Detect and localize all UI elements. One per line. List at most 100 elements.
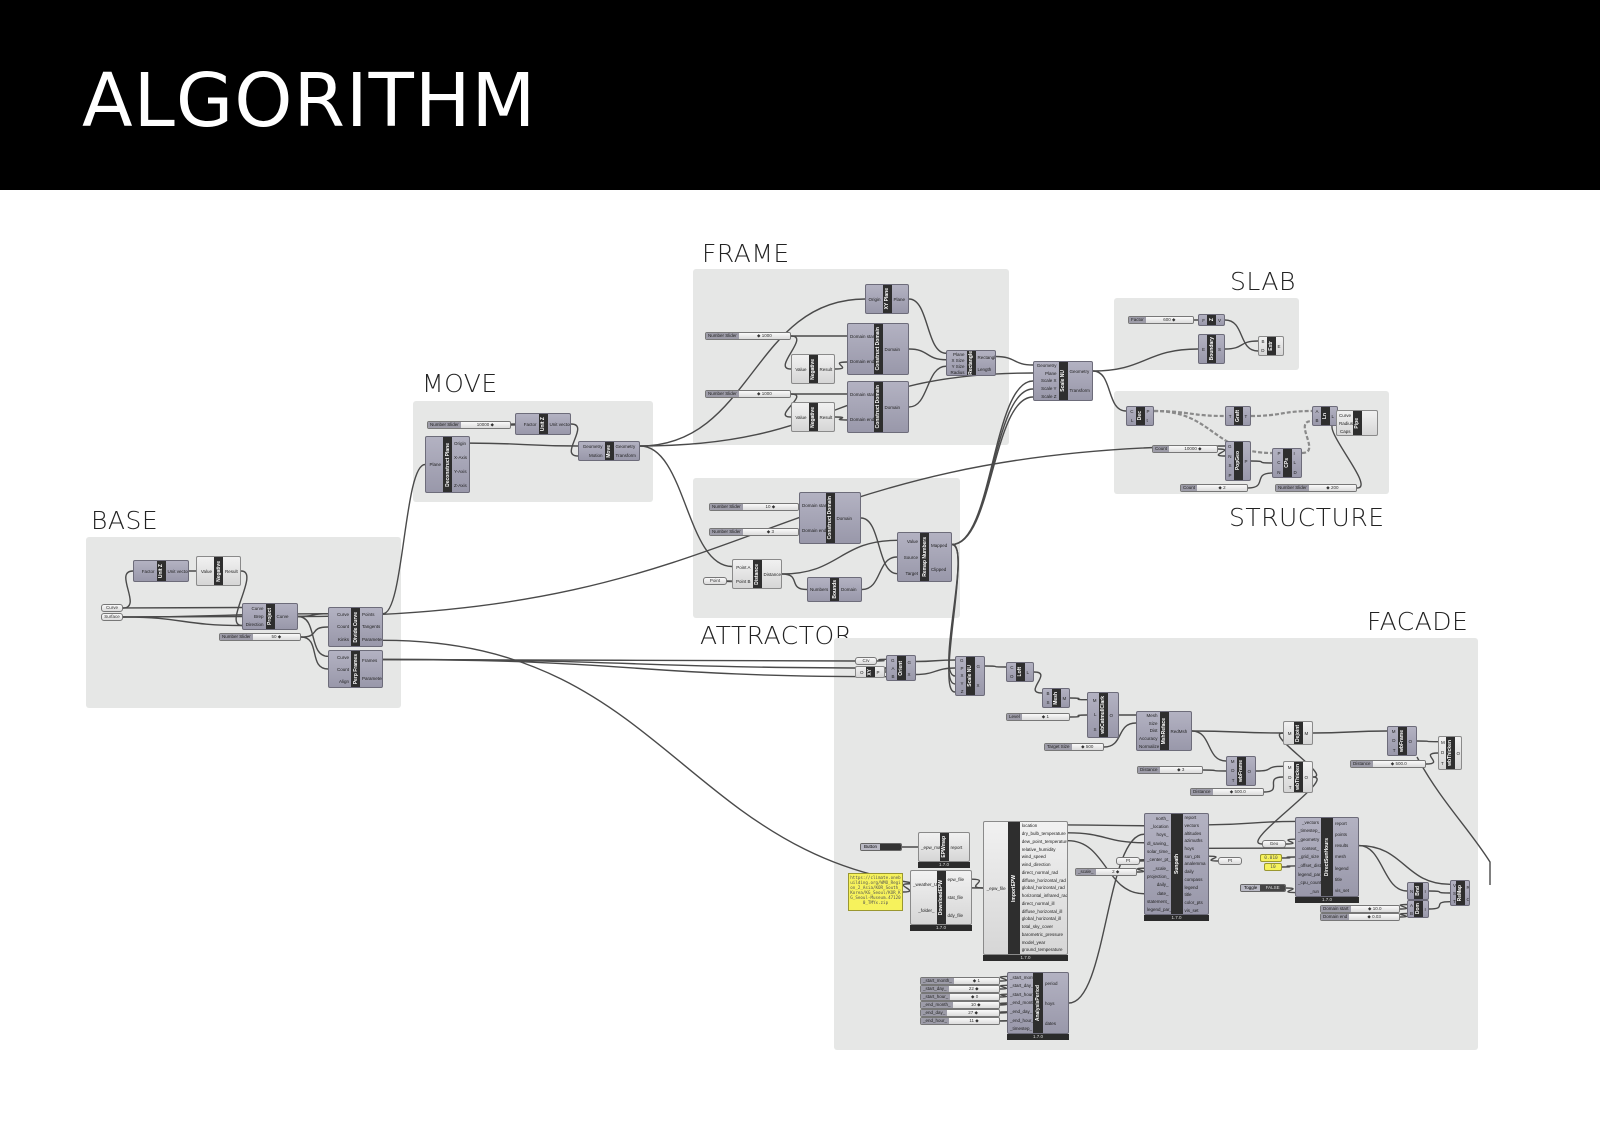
input-port[interactable]: Normalize [1139, 743, 1160, 749]
output-port[interactable]: X [907, 671, 911, 677]
input-port[interactable]: M [1391, 729, 1396, 735]
output-port[interactable]: T [1244, 413, 1248, 419]
input-port[interactable]: F [1202, 317, 1205, 323]
number-slider-s_dist3[interactable]: Distance◆ 500.0 [1350, 760, 1426, 768]
input-port[interactable]: Domain end [850, 417, 874, 422]
input-port[interactable]: Domain start [850, 334, 874, 339]
slider-value[interactable]: ◆ 500 [1071, 744, 1103, 750]
output-port[interactable]: RedMsh [1170, 728, 1188, 734]
number-slider-s_f2[interactable]: Number Slider◆ 1000 [705, 390, 791, 398]
input-port[interactable]: _timestep_ [1010, 1026, 1033, 1032]
input-port[interactable]: Point B [735, 578, 751, 584]
output-port[interactable]: relative_humidity [1021, 846, 1056, 852]
input-port[interactable]: _end_hour_ [1010, 1017, 1033, 1023]
slider-value[interactable]: ◆ 200 [1308, 485, 1356, 491]
input-port[interactable]: Caps [1339, 428, 1351, 434]
input-port[interactable]: O [859, 669, 864, 675]
input-port[interactable]: legend_par_ [1298, 871, 1321, 877]
output-port[interactable]: vis_set [1335, 887, 1350, 893]
output-port[interactable]: Z-Axis [454, 482, 467, 488]
slider-value[interactable]: 50 ◆ [252, 634, 300, 640]
output-port[interactable]: altitudes [1184, 830, 1202, 836]
output-port[interactable]: report [1184, 815, 1197, 821]
input-port[interactable]: Geometry [582, 444, 603, 449]
input-port[interactable]: Brep [253, 613, 264, 619]
slider-value[interactable]: 10000 ◆ [460, 422, 510, 428]
output-port[interactable]: L [1026, 669, 1030, 675]
input-port[interactable]: M [1230, 759, 1235, 765]
input-port[interactable]: Align [338, 678, 349, 684]
input-port[interactable]: _location [1150, 823, 1169, 829]
output-port[interactable]: G [976, 664, 981, 669]
output-port[interactable]: Y-Axis [454, 468, 467, 474]
button-component[interactable]: Button [860, 843, 902, 851]
input-port[interactable]: Geometry [1036, 363, 1057, 369]
input-port[interactable]: Domain end [802, 528, 826, 533]
output-port[interactable]: Rectangle [977, 354, 996, 360]
output-port[interactable]: total_sky_cover [1021, 924, 1053, 930]
input-port[interactable]: P [960, 665, 964, 671]
output-port[interactable]: ddy_file [947, 912, 964, 918]
slider-value[interactable]: ◆ 1000 [738, 391, 790, 397]
input-port[interactable]: _end_month_ [1010, 1000, 1033, 1006]
input-port[interactable]: Target [905, 570, 918, 576]
toggle-value[interactable]: FALSE [1260, 885, 1285, 891]
output-port[interactable]: dew_point_temperature [1021, 838, 1067, 844]
output-port[interactable]: direct_normal_rad [1021, 869, 1058, 875]
slider-value[interactable]: ◆ 2 [1197, 485, 1247, 491]
output-port[interactable]: Transform [615, 453, 636, 458]
output-port[interactable]: epw_file [947, 877, 965, 883]
slider-value[interactable]: ◆ 0.03 [1349, 914, 1399, 920]
input-port[interactable]: Direction [245, 622, 264, 628]
input-port[interactable]: _end_day_ [1010, 1009, 1033, 1015]
input-port[interactable]: G [890, 657, 895, 663]
input-port[interactable]: N [1228, 453, 1232, 459]
output-port[interactable]: Clipped [931, 566, 947, 572]
output-port[interactable]: Unit vector [549, 421, 571, 427]
output-port[interactable]: global_horizontal_ill [1021, 916, 1062, 922]
param-p_geo[interactable]: Geo [1262, 840, 1286, 848]
input-port[interactable]: context_ [1301, 845, 1319, 851]
component-epwmap[interactable]: _epw_mapEPWmapreport1.7.0 [918, 832, 970, 868]
input-port[interactable]: _vectors [1301, 819, 1319, 825]
output-port[interactable]: Result [225, 568, 238, 574]
input-port[interactable]: T [1288, 784, 1292, 790]
input-port[interactable]: Plane [429, 462, 441, 467]
output-port[interactable]: analemma [1184, 861, 1206, 867]
input-port[interactable]: _run [1309, 889, 1319, 895]
input-port[interactable]: _start_hour_ [1010, 991, 1033, 997]
output-port[interactable]: P [1146, 409, 1150, 414]
input-port[interactable]: _timestep_ [1298, 828, 1321, 834]
input-port[interactable]: date_ [1157, 890, 1169, 896]
output-port[interactable]: E [1277, 343, 1281, 349]
number-slider-s_pipe[interactable]: Number Slider◆ 200 [1275, 484, 1357, 492]
input-port[interactable]: projection_ [1147, 873, 1170, 879]
output-port[interactable]: Unit vector [167, 568, 189, 574]
slider-value[interactable]: ◆ 10.0 [1350, 906, 1399, 912]
output-port[interactable]: Frames [362, 657, 378, 663]
input-port[interactable]: _geometry [1298, 837, 1320, 843]
output-port[interactable]: Transform [1069, 388, 1090, 393]
slider-value[interactable]: 27 ◆ [947, 1010, 999, 1016]
input-port[interactable]: Scale Z [1041, 393, 1057, 399]
number-slider-s_target[interactable]: Target Size◆ 500 [1044, 743, 1104, 751]
input-port[interactable]: L [1093, 712, 1097, 718]
component-download[interactable]: _weather_URL_folder_DownloadEPWepw_files… [910, 870, 972, 931]
output-port[interactable]: Length [977, 366, 992, 372]
input-port[interactable]: D [1261, 348, 1265, 353]
output-port[interactable]: vis_set [1184, 907, 1199, 913]
slider-value[interactable]: ◆ 0 [950, 994, 999, 1000]
input-port[interactable]: Y Size [951, 363, 965, 369]
